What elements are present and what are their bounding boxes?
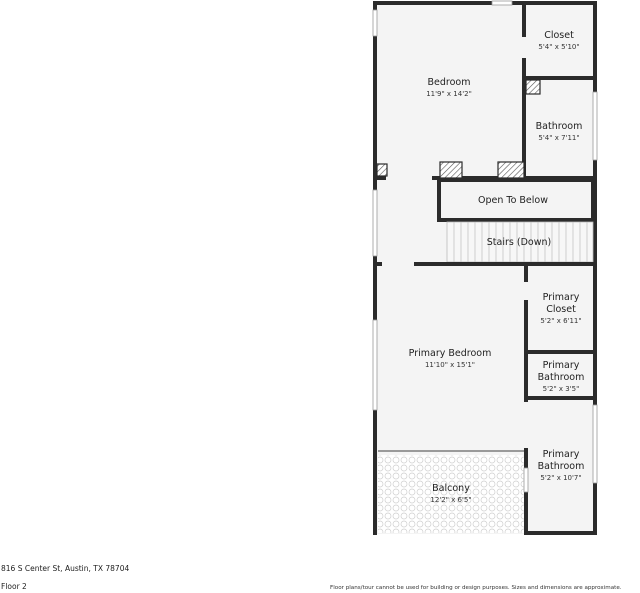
window-top: [491, 0, 513, 6]
wall-hall-bottom-right: [414, 262, 596, 266]
shaft-bedroom-mid: [439, 161, 463, 179]
property-address: 816 S Center St, Austin, TX 78704: [1, 564, 130, 573]
balcony-floor: [378, 455, 524, 533]
room-bedroom: Bedroom 11'9" x 14'2": [426, 77, 472, 98]
room-label: Closet: [544, 30, 574, 41]
floor-label: Floor 2: [1, 582, 27, 591]
floor-plan: Bedroom 11'9" x 14'2" Closet 5'4" x 5'10…: [372, 0, 598, 535]
room-label: Stairs (Down): [487, 237, 551, 248]
balcony-rail: [378, 450, 524, 452]
room-dimensions: 11'9" x 14'2": [426, 90, 472, 98]
wall-left: [373, 1, 377, 535]
wall-pbath-small-bottom: [524, 396, 596, 400]
room-closet: Closet 5'4" x 5'10": [538, 30, 579, 51]
wall-top: [373, 1, 597, 5]
room-dimensions: 5'4" x 5'10": [538, 43, 579, 51]
stairs: [446, 221, 594, 263]
wall-bedroom-bottom-left: [376, 176, 386, 180]
shaft-bedroom-corner: [376, 163, 388, 177]
room-dimensions: 5'2" x 6'11": [540, 317, 581, 325]
window-right-primary-bath: [592, 404, 598, 484]
room-label-line2: Bathroom: [538, 372, 585, 383]
wall-pcloset-left-top: [524, 266, 528, 282]
room-dimensions: 5'2" x 3'5": [543, 385, 580, 393]
room-stairs: Stairs (Down): [487, 237, 551, 248]
room-primary-bathroom-small: Primary Bathroom 5'2" x 3'5": [538, 360, 585, 393]
room-balcony: Balcony 12'2" x 6'5": [430, 483, 471, 504]
room-dimensions: 5'4" x 7'11": [538, 134, 579, 142]
wall-bottom-right: [524, 531, 597, 535]
shaft-bathroom: [525, 79, 541, 95]
room-dimensions: 12'2" x 6'5": [430, 496, 471, 504]
room-label-line1: Primary: [543, 449, 580, 460]
room-dimensions: 11'10" x 15'1": [425, 361, 475, 369]
door-balcony-bath: [523, 467, 529, 493]
room-label-line1: Primary: [543, 292, 580, 303]
room-primary-closet: Primary Closet 5'2" x 6'11": [540, 292, 581, 325]
room-primary-bedroom: Primary Bedroom 11'10" x 15'1": [409, 348, 492, 369]
wall-closet-bottom: [522, 76, 596, 80]
wall-pcloset-bottom: [524, 350, 596, 354]
room-label: Balcony: [432, 483, 470, 494]
room-dimensions: 5'2" x 10'7": [540, 474, 581, 482]
room-label-line2: Closet: [546, 304, 576, 315]
wall-pbath-large-left-bottom: [524, 492, 528, 534]
room-label: Open To Below: [478, 195, 548, 206]
room-primary-bathroom-large: Primary Bathroom 5'2" x 10'7": [538, 449, 585, 482]
room-label-line2: Bathroom: [538, 461, 585, 472]
room-label: Bathroom: [536, 121, 583, 132]
room-label: Bedroom: [428, 77, 471, 88]
shaft-bedroom-right: [497, 161, 525, 179]
wall-closet-left-top: [522, 1, 526, 37]
room-bathroom: Bathroom 5'4" x 7'11": [536, 121, 583, 142]
window-left-hall: [372, 189, 378, 257]
floor-area: [376, 4, 594, 534]
wall-hall-bottom-left: [376, 262, 382, 266]
window-left-bedroom: [372, 9, 378, 37]
wall-pbath-large-left-mid: [524, 448, 528, 468]
room-label-line1: Primary: [543, 360, 580, 371]
wall-right: [593, 1, 597, 535]
room-label: Primary Bedroom: [409, 348, 492, 359]
wall-closet-left-bottom: [522, 58, 526, 180]
room-open-to-below: Open To Below: [478, 195, 548, 206]
window-right-bathroom: [592, 91, 598, 161]
disclaimer: Floor plans/tour cannot be used for buil…: [330, 585, 622, 591]
open-to-below-box: [437, 178, 595, 222]
window-left-primary: [372, 319, 378, 411]
